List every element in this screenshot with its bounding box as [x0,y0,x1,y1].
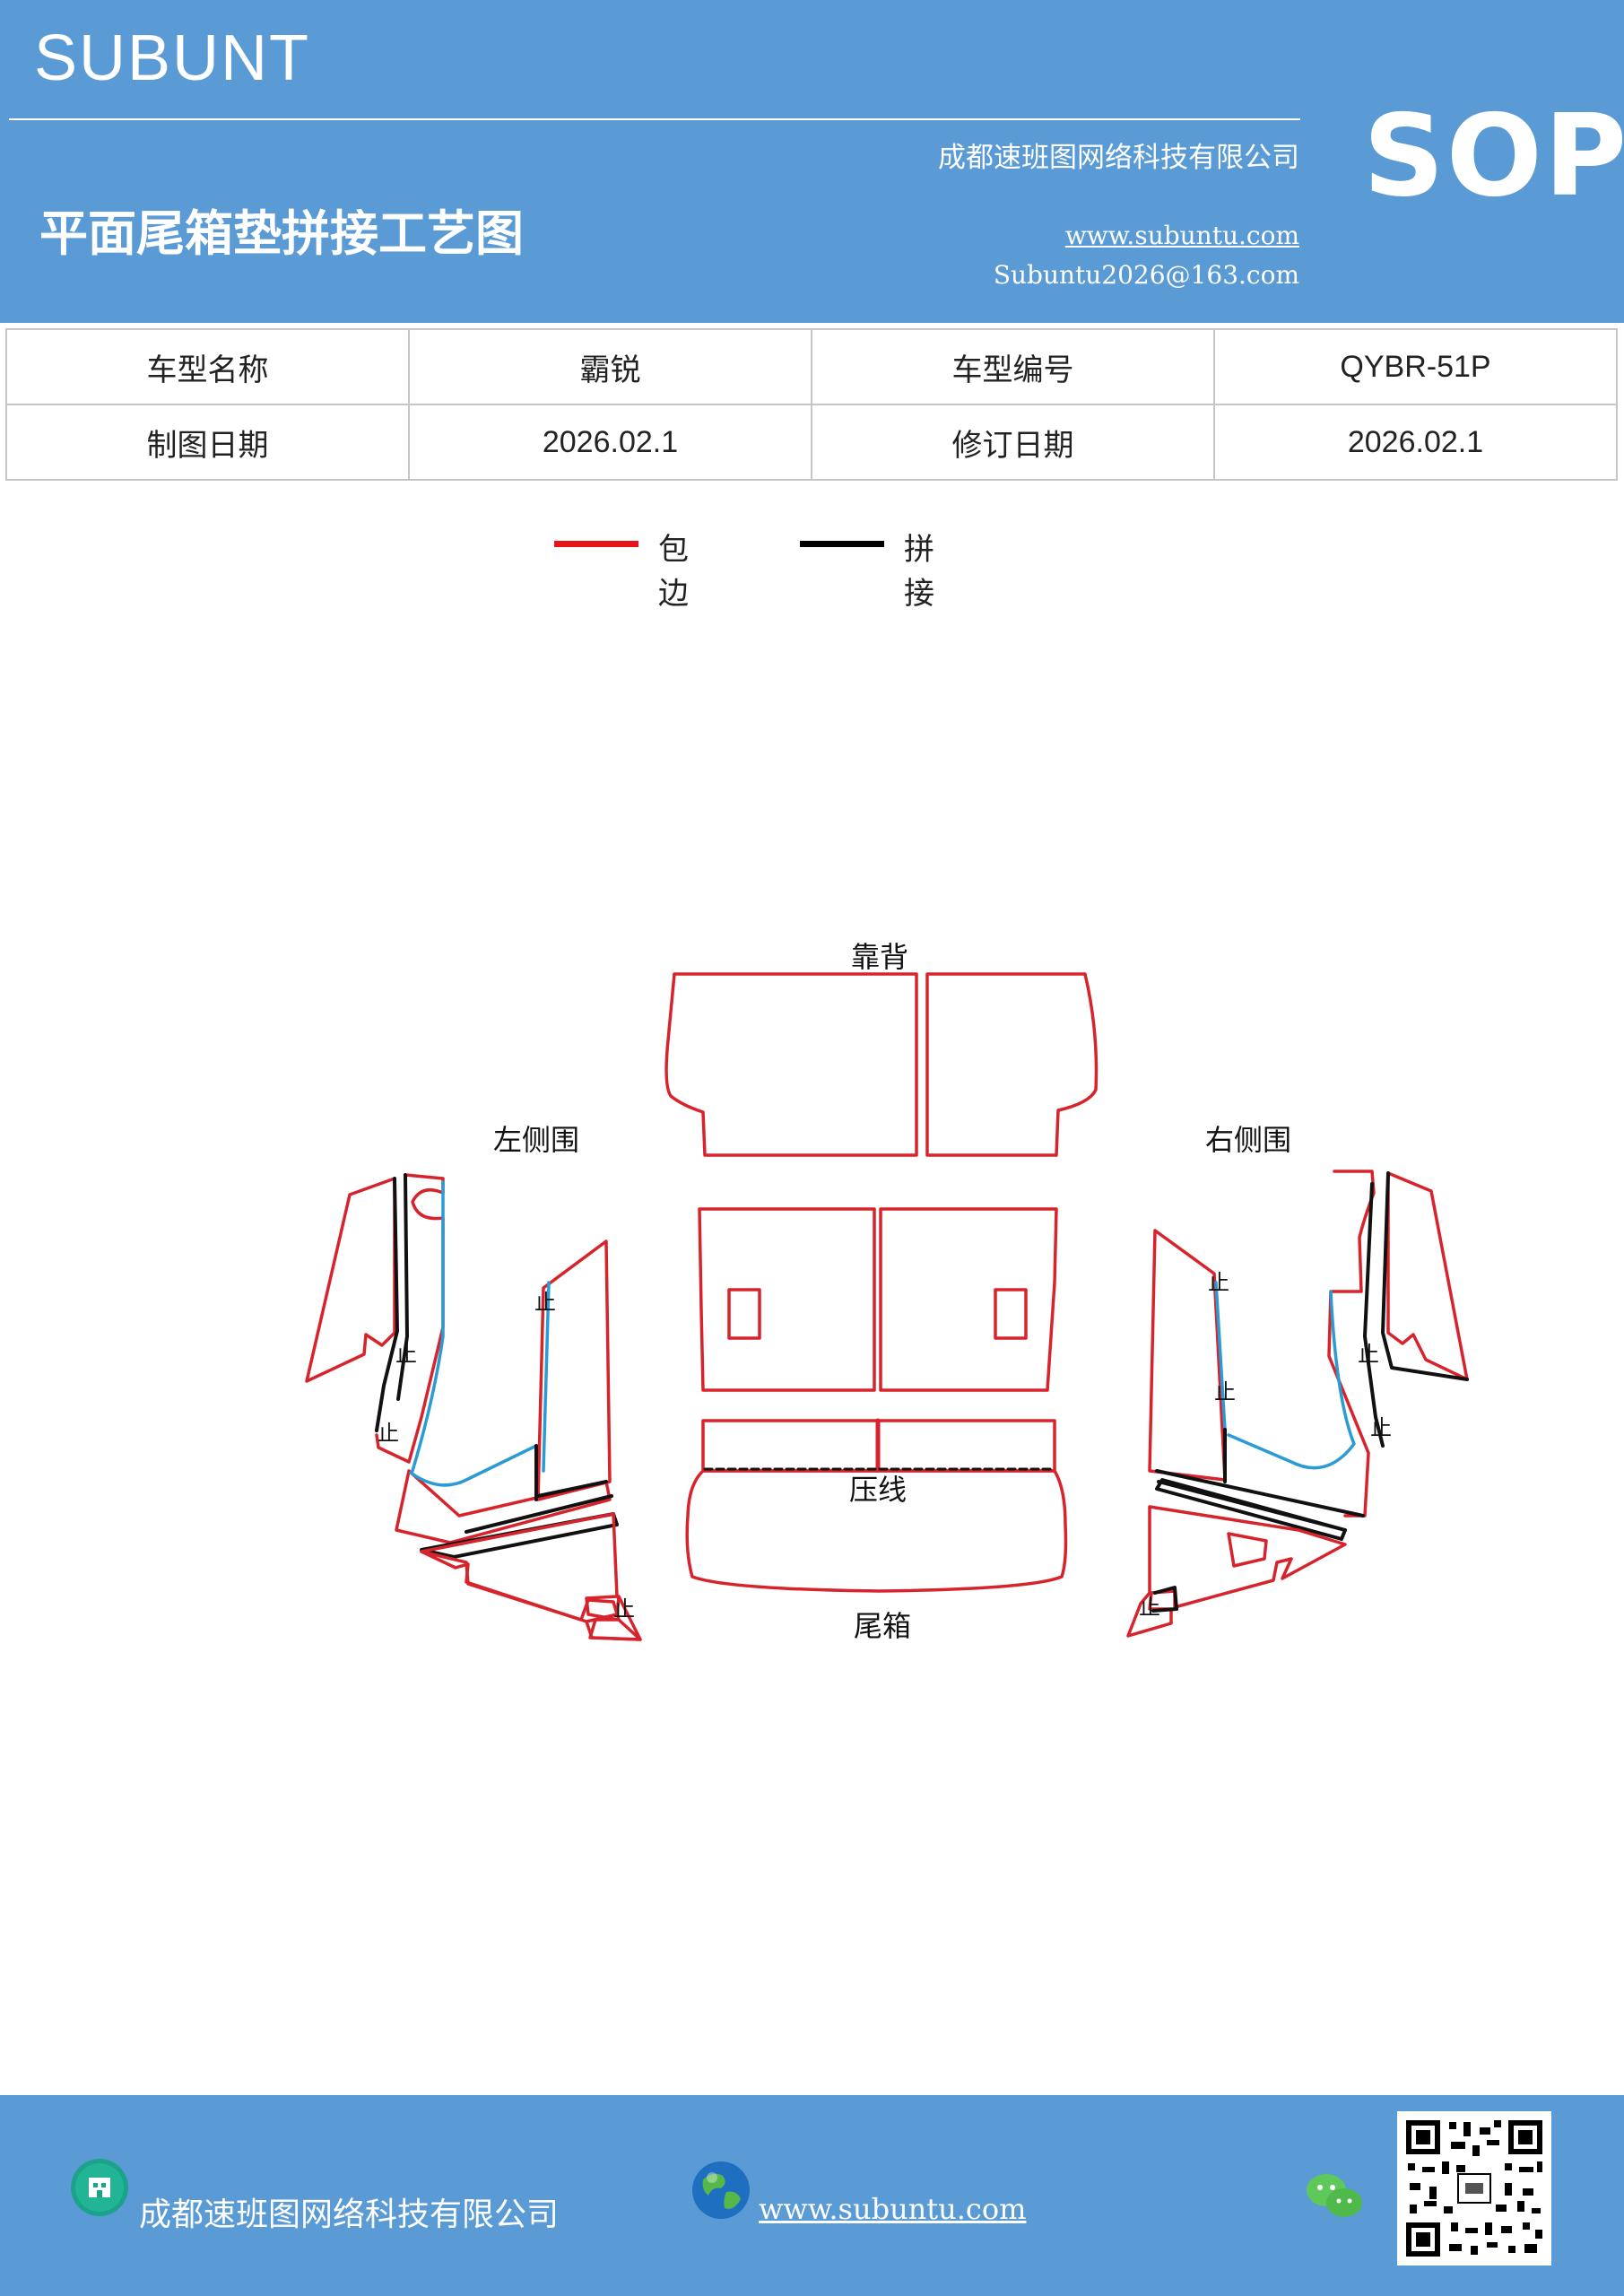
right-bottom-panel [1126,1505,1347,1638]
sop-badge: SOP [1363,90,1624,222]
label-model-name: 车型名称 [5,328,410,405]
left-bottom-panel [420,1512,642,1641]
seat-right-cutout [994,1288,1028,1340]
left-blue-seam-3 [542,1281,551,1473]
right-seam-1 [1381,1171,1469,1381]
left-seam-2 [396,1173,409,1401]
stop-mark: 止 [1358,1342,1379,1367]
seat-left-panel [698,1207,876,1392]
right-bottom-seam [1151,1586,1178,1613]
footer-website-link[interactable]: www.subuntu.com [759,2192,1027,2226]
legend-seam-swatch [800,541,884,547]
left-notch [375,1173,445,1464]
stop-mark: 止 [534,1290,556,1315]
seat-base-panels [698,1207,1058,1392]
footer-company: 成都速班图网络科技有限公司 [139,2196,560,2233]
left-side-panels [305,1173,642,1641]
globe-icon [692,2161,750,2219]
right-bottom-hole [1227,1532,1268,1568]
stop-mark: 止 [1370,1415,1392,1440]
right-outer-panel [1386,1171,1469,1381]
label-left-side: 左侧围 [493,1123,579,1157]
vehicle-info-table: 车型名称 霸锐 车型编号 QYBR-51P 制图日期 2026.02.1 修订日… [5,328,1618,481]
trunk-floor-panel [685,1469,1068,1593]
value-revision-date: 2026.02.1 [1213,404,1618,481]
backrest-panels [664,972,1099,1157]
right-blue-seam-2 [1214,1281,1227,1431]
table-row: 制图日期 2026.02.1 修订日期 2026.02.1 [5,404,1618,481]
left-bottom-panel-outline [420,1550,642,1641]
left-seam-3 [465,1444,613,1534]
right-lower-seam [1155,1478,1347,1541]
qr-code [1397,2111,1551,2266]
seat-right-panel [879,1207,1058,1392]
stop-mark: 止 [1208,1270,1229,1295]
left-outer-panel [305,1177,396,1383]
stop-mark: 止 [1214,1379,1236,1405]
legend-edge-swatch [554,541,638,547]
stop-mark: 止 [1139,1595,1160,1620]
value-draw-date: 2026.02.1 [408,404,812,481]
value-model-code: QYBR-51P [1213,328,1618,405]
left-blue-seam [411,1180,445,1473]
backrest-right-panel [925,972,1099,1157]
building-icon [71,2159,128,2216]
backrest-left-panel [664,972,918,1157]
document-title: 平面尾箱垫拼接工艺图 [39,204,524,262]
label-revision-date: 修订日期 [811,404,1215,481]
left-lower-panel [395,1469,612,1544]
left-seam-1 [375,1177,399,1432]
right-seam-2 [1363,1182,1385,1448]
seat-left-cutout [727,1288,761,1340]
right-side-panels [1126,1170,1469,1638]
stop-mark: 止 [395,1342,417,1367]
website-link[interactable]: www.subuntu.com [1064,221,1299,250]
right-notch [1327,1170,1376,1518]
label-press-line: 压线 [849,1473,907,1507]
label-draw-date: 制图日期 [5,404,410,481]
label-model-code: 车型编号 [811,328,1215,405]
trunk-floor-panels [685,1418,1068,1593]
contact-email[interactable]: Subuntu2026@163.com [993,260,1299,290]
legend-seam-label: 拼接 [904,532,934,612]
brand-name: SUBUNT [34,22,311,94]
label-trunk: 尾箱 [854,1609,911,1643]
label-backrest: 靠背 [851,940,908,974]
legend-edge-label: 包边 [658,532,689,612]
value-model-name: 霸锐 [408,328,812,405]
trunk-mat-diagram: 靠背 左侧围 右侧围 压线 尾箱 止 止 止 止 止 止 止 止 止 [305,940,1469,1643]
stop-mark: 止 [378,1421,399,1446]
right-center-panel [1148,1229,1227,1482]
right-blue-seam [1227,1290,1356,1470]
wechat-icon[interactable] [1305,2170,1364,2221]
page-footer: 成都速班图网络科技有限公司 www.subuntu.com [0,2095,1624,2296]
header-divider [9,118,1300,120]
stop-mark: 止 [613,1596,635,1622]
left-center-panel [536,1239,612,1501]
company-name: 成都速班图网络科技有限公司 [938,142,1299,174]
table-row: 车型名称 霸锐 车型编号 QYBR-51P [5,328,1618,405]
left-blue-seam-2 [409,1444,538,1487]
page-header: SUBUNT 成都速班图网络科技有限公司 平面尾箱垫拼接工艺图 www.subu… [0,0,1624,323]
label-right-side: 右侧围 [1205,1123,1291,1157]
